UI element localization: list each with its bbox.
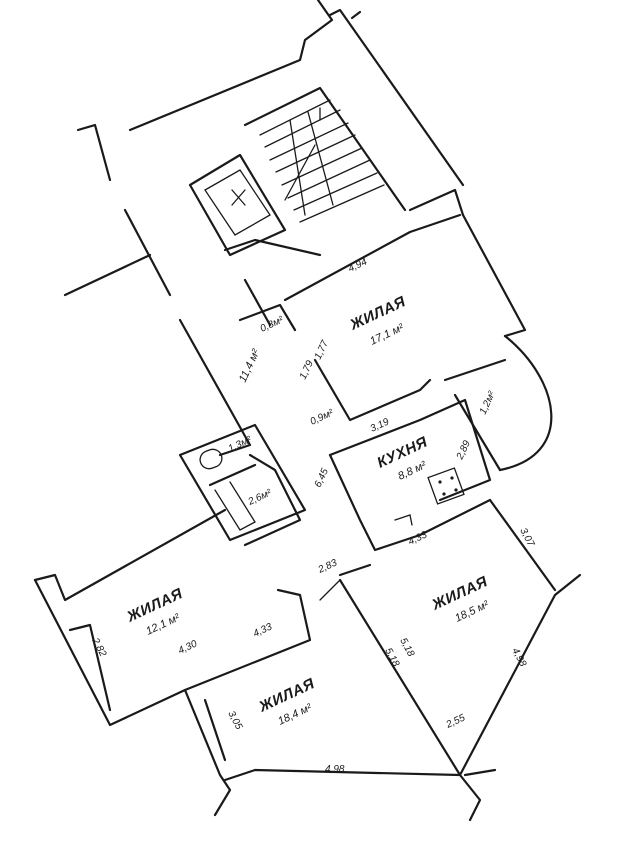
elevator-shaft — [188, 153, 287, 257]
kitchen-walls — [328, 398, 492, 552]
bottom-room-width: 4,98 — [325, 764, 345, 775]
balcony — [498, 334, 553, 472]
outer-walls-top — [128, 0, 527, 338]
bottom-room-top: 4,33 — [252, 621, 275, 639]
bath-area: 2,6м² — [246, 487, 274, 508]
hall-dim-a: 1,79 — [298, 359, 316, 382]
left-room-walls — [33, 508, 312, 727]
top-room-area: 17,1 м² — [368, 322, 406, 348]
top-room-walls — [283, 213, 507, 422]
hall-dim-b: 1,77 — [313, 339, 331, 362]
left-room-side: 2,82 — [89, 635, 109, 659]
right-room-diag: 2,55 — [444, 712, 468, 731]
right-room-side: 3,07 — [517, 526, 536, 549]
bathroom-walls — [178, 423, 307, 542]
stairwell — [243, 86, 407, 223]
partition-dim-a: 5,18 — [382, 646, 401, 669]
balcony-wall — [453, 393, 502, 472]
bottom-room-walls — [183, 688, 462, 817]
left-room-bottom: 4,30 — [177, 638, 200, 656]
storage-area: 0,9м² — [309, 407, 336, 427]
kitchen-area: 8,8 м² — [396, 459, 428, 483]
right-room-walls — [319, 498, 582, 822]
kitchen-depth: 2,89 — [454, 439, 473, 463]
balcony-area: 1,2м² — [478, 389, 498, 416]
kitchen-side: 6,45 — [313, 467, 331, 490]
bottom-room-side: 3,05 — [225, 709, 244, 732]
storage-small-area: 0,8м² — [259, 314, 286, 334]
corridor-walls-left — [63, 123, 322, 547]
hall-area: 11,4 м² — [237, 347, 263, 384]
top-room-width: 4,94 — [347, 256, 370, 274]
partition-dim-b: 5,18 — [397, 636, 416, 659]
wc-area: 1,3м² — [227, 434, 254, 454]
right-room-corner: 2,83 — [316, 557, 340, 576]
